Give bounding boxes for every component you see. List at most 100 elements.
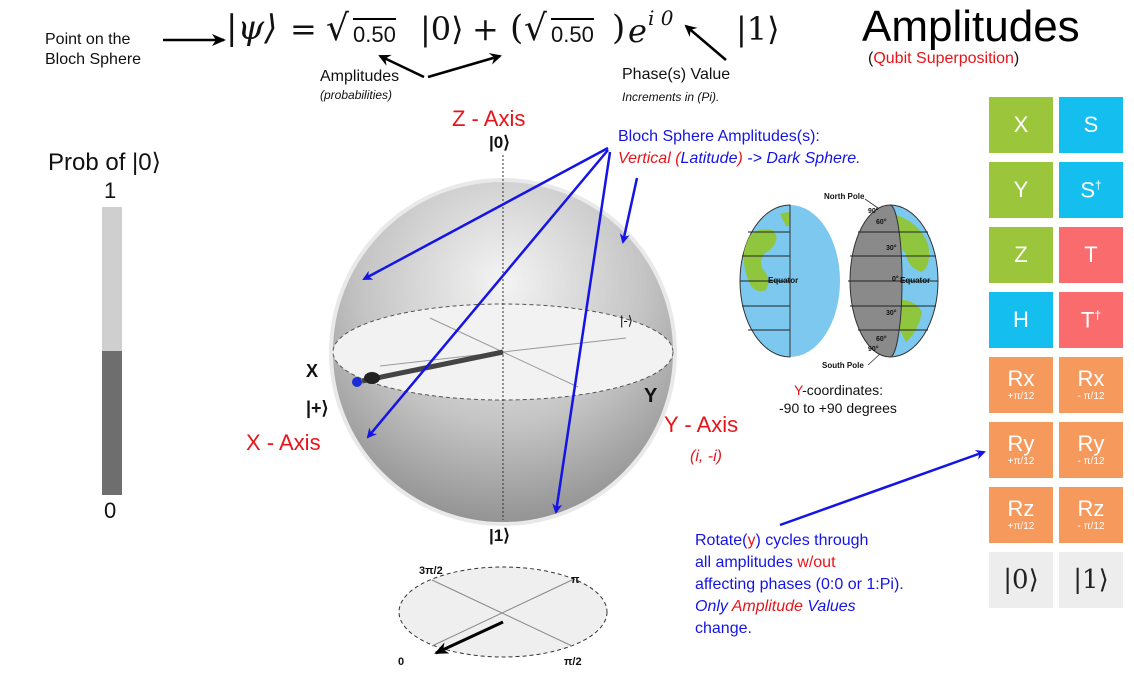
gate-button-15[interactable]: |1⟩: [1059, 552, 1123, 608]
prob-bar-top-label: 1: [104, 178, 117, 203]
formula-sqrt-sign-2: √: [524, 8, 547, 49]
prob-bar-bottom-label: 0: [104, 498, 117, 523]
gate-label-text: S: [1080, 177, 1095, 203]
gate-label-text: T: [1084, 242, 1098, 267]
gate-label-text: H: [1013, 307, 1029, 332]
gate-label: Rx: [1008, 368, 1035, 390]
x-axis-line: [429, 317, 579, 388]
point-on-bloch-label: Point on the Bloch Sphere: [45, 31, 142, 68]
gate-button-4[interactable]: Z: [989, 227, 1053, 283]
arrow-amplitudes-right: [427, 53, 502, 79]
gate-label: X: [1014, 114, 1029, 136]
formula-amplitude-1: 0.50: [551, 18, 594, 48]
formula-open-paren: (: [510, 8, 524, 48]
x-letter-label: X: [306, 361, 319, 381]
gate-label-text: Rz: [1077, 496, 1105, 521]
z-axis-label: Z - Axis: [452, 106, 526, 131]
gate-button-6[interactable]: H: [989, 292, 1053, 348]
phase-pointer: [434, 620, 504, 655]
phase-tick-0: 0: [398, 656, 405, 668]
bloch-sphere: [329, 155, 677, 526]
gate-label-text: Ry: [1007, 431, 1035, 456]
phase-tick-pi: π: [571, 574, 580, 586]
globe-equator-right-label: Equator: [900, 276, 931, 285]
gate-angle: +π/12: [1007, 391, 1035, 402]
gate-label: T: [1084, 244, 1097, 266]
gate-button-9[interactable]: Rx- π/12: [1059, 357, 1123, 413]
gate-button-3[interactable]: S†: [1059, 162, 1123, 218]
formula-psi: |ψ⟩: [226, 8, 278, 48]
prob-bar-label: Prob of |0⟩: [48, 149, 161, 176]
prob-bar-fill: [102, 351, 122, 495]
formula-sqrt-sign: √: [326, 8, 349, 49]
gate-label-text: Rx: [1007, 366, 1035, 391]
phase-sublabel: Increments in (Pi).: [622, 90, 720, 104]
globe-lat-30n: 30°: [886, 245, 897, 252]
x-axis-label: X - Axis: [246, 430, 321, 455]
y-coordinates-note: Y-coordinates:: [794, 382, 883, 398]
gate-label: |1⟩: [1073, 567, 1108, 593]
arrow-to-sphere-right: [619, 177, 639, 244]
gate-button-0[interactable]: X: [989, 97, 1053, 153]
arrow-amplitudes-left: [378, 54, 425, 79]
ket-0-label: |0⟩: [489, 133, 510, 152]
amplitudes-sublabel: (probabilities): [320, 88, 393, 102]
gate-button-12[interactable]: Rz+π/12: [989, 487, 1053, 543]
gate-angle: +π/12: [1007, 521, 1035, 532]
bloch-amplitudes-note-title: Bloch Sphere Amplitudes(s):: [618, 128, 820, 145]
gate-button-8[interactable]: Rx+π/12: [989, 357, 1053, 413]
gate-label-text: Z: [1014, 242, 1028, 267]
globe-lat-90n: 90°: [868, 208, 879, 215]
gate-label-text: Ry: [1077, 431, 1105, 456]
gate-label-text: Rx: [1077, 366, 1105, 391]
globe-equator-left-label: Equator: [768, 276, 799, 285]
phase-tick-pi-2: π/2: [564, 656, 582, 668]
gate-dagger: †: [1094, 307, 1102, 322]
gate-angle: +π/12: [1007, 456, 1035, 467]
globe-lat-0: 0°: [892, 276, 899, 283]
gate-button-5[interactable]: T: [1059, 227, 1123, 283]
gate-label-text: Y: [1013, 177, 1029, 202]
formula-ket-1: |1⟩: [736, 10, 780, 48]
formula-equals: =: [290, 10, 317, 48]
gate-label: Y: [1014, 179, 1029, 201]
gate-label: T†: [1081, 309, 1101, 331]
y-letter-label: Y: [644, 385, 658, 407]
gate-button-1[interactable]: S: [1059, 97, 1123, 153]
globe-lat-90s: 90°: [868, 346, 879, 353]
y-coordinates-range: -90 to +90 degrees: [779, 400, 897, 416]
gate-button-13[interactable]: Rz- π/12: [1059, 487, 1123, 543]
gate-label: Ry: [1078, 433, 1105, 455]
probability-bar: [102, 207, 122, 495]
gate-button-10[interactable]: Ry+π/12: [989, 422, 1053, 478]
y-axis-label: Y - Axis: [664, 412, 739, 437]
plus-ket-label: |+⟩: [306, 398, 329, 418]
globe-illustration: [739, 198, 939, 366]
arrow-phase: [684, 24, 727, 61]
gate-label: |0⟩: [1003, 567, 1038, 593]
formula-amplitude-0: 0.50: [353, 18, 396, 48]
formula-exp-power: i 0: [648, 6, 674, 30]
arrow-to-ry-gates: [779, 449, 986, 527]
gate-button-11[interactable]: Ry- π/12: [1059, 422, 1123, 478]
globe-lat-60n: 60°: [876, 219, 887, 226]
state-point: [352, 377, 362, 387]
gate-label-text: |1⟩: [1073, 565, 1109, 595]
globe-lat-60s: 60°: [876, 336, 887, 343]
page-title: Amplitudes: [862, 2, 1080, 51]
gate-angle: - π/12: [1077, 456, 1105, 467]
bloch-amplitude-arrows: [362, 146, 986, 527]
gate-button-7[interactable]: T†: [1059, 292, 1123, 348]
gate-label: Rz: [1078, 498, 1105, 520]
arrow-to-sphere-left: [362, 146, 609, 281]
gate-button-14[interactable]: |0⟩: [989, 552, 1053, 608]
gate-button-2[interactable]: Y: [989, 162, 1053, 218]
phase-disc: [398, 566, 608, 658]
globe-north-pole-label: North Pole: [824, 192, 865, 201]
formula-plus: +: [472, 10, 499, 48]
arrow-to-sphere-bottom: [552, 151, 612, 514]
gate-label-text: T: [1080, 307, 1095, 333]
arrow-to-x-axis: [366, 149, 609, 439]
gate-angle: - π/12: [1077, 521, 1105, 532]
